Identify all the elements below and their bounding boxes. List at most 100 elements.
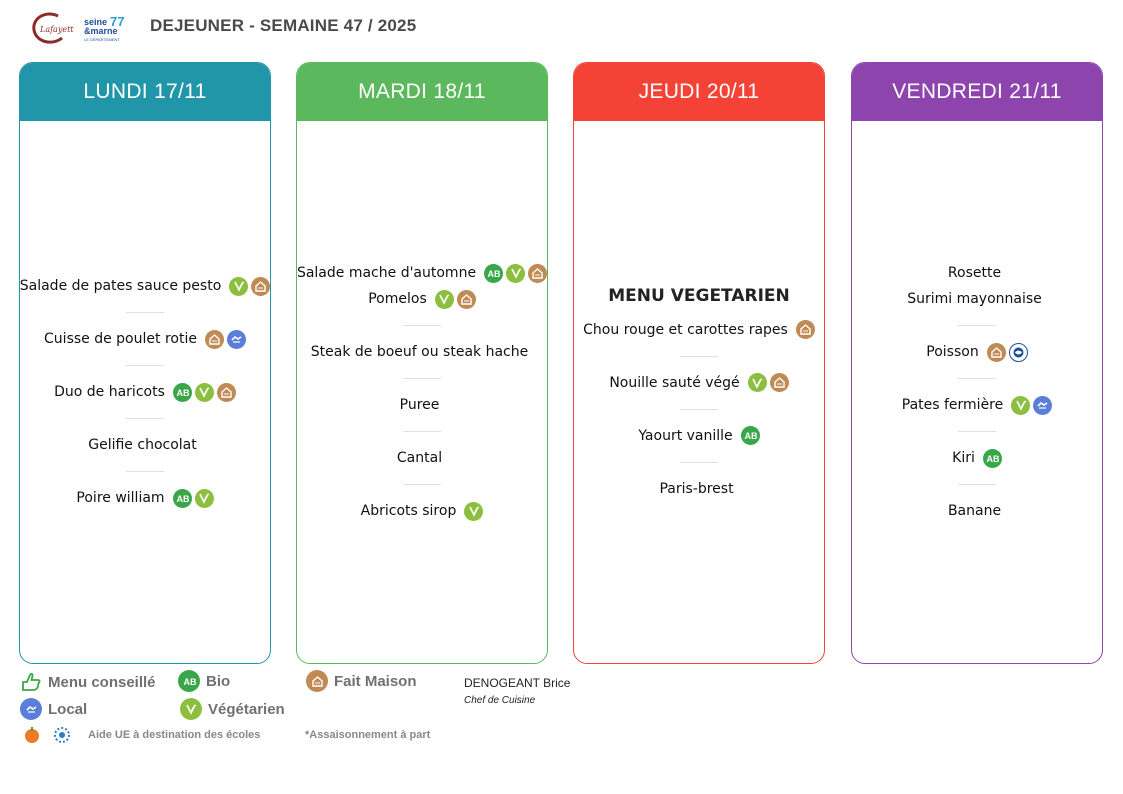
bio-icon: AB (178, 670, 200, 692)
menu-item: Abricots sirop (361, 501, 484, 521)
menu-item-name: Gelifie chocolat (88, 437, 197, 453)
item-separator (958, 431, 996, 432)
menu-item-name: Pates fermière (901, 397, 1004, 413)
fait-maison-icon (204, 329, 224, 349)
svg-text:AB: AB (183, 677, 196, 687)
svg-text:LE DÉPARTEMENT: LE DÉPARTEMENT (84, 37, 120, 42)
item-separator (958, 484, 996, 485)
menu-item: Salade mache d'automne AB (297, 263, 547, 283)
menu-item-name: Pomelos (368, 291, 427, 307)
menu-item-name: Salade mache d'automne (296, 265, 477, 281)
bio-icon: AB (740, 426, 760, 445)
menu-item-name: Kiri (952, 450, 975, 466)
aide-ue-note: Aide UE à destination des écoles (88, 729, 261, 741)
menu-item: Nouille sauté végé (609, 373, 789, 393)
item-separator (680, 408, 718, 410)
legend-menu-conseille: Menu conseillé (20, 672, 156, 692)
menu-item-name: Salade de pates sauce pesto (19, 278, 222, 294)
vegetarien-icon (180, 698, 202, 720)
vegetarien-icon (1011, 395, 1031, 415)
vegetarien-icon (434, 289, 454, 309)
menu-item-name: Chou rouge et carottes rapes (583, 321, 788, 338)
chef-role: Chef de Cuisine (464, 695, 536, 706)
svg-text:AB: AB (744, 431, 757, 441)
fait-maison-icon (456, 289, 476, 309)
menu-item-name: Duo de haricots (54, 384, 165, 400)
menu-item: Puree (400, 395, 445, 415)
svg-text:Lafayette: Lafayette (39, 25, 74, 34)
menu-item-name: Yaourt vanille (638, 427, 733, 444)
menu-item: Salade de pates sauce pesto (19, 276, 270, 296)
legend-menu-conseille-label: Menu conseillé (48, 673, 156, 691)
assaisonnement-note: *Assaisonnement à part (305, 729, 431, 741)
svg-text:AB: AB (176, 494, 189, 504)
item-separator (403, 431, 441, 432)
menu-item: Chou rouge et carottes rapes (583, 320, 815, 340)
item-separator (126, 471, 164, 472)
menu-item-name: Nouille sauté végé (609, 374, 740, 391)
item-separator (680, 355, 718, 357)
menu-item: Gelifie chocolat (88, 435, 201, 455)
day-header: MARDI 18/11 (297, 63, 547, 121)
fait-maison-icon (769, 373, 789, 392)
svg-text:&marne: &marne (84, 26, 118, 36)
fait-maison-icon (986, 342, 1006, 362)
menu-item: Poire william AB (76, 488, 214, 508)
svg-text:AB: AB (176, 388, 189, 398)
legend-bio: AB Bio (178, 670, 230, 692)
menu-item: Banane (948, 501, 1006, 521)
svg-text:AB: AB (488, 269, 501, 279)
day-header: JEUDI 20/11 (574, 63, 824, 121)
menu-item: Yaourt vanille AB (638, 426, 760, 446)
vegetarien-icon (194, 488, 214, 508)
legend-local-label: Local (48, 700, 88, 718)
menu-item-name: Poisson (926, 344, 979, 360)
menu-item-name: Abricots sirop (360, 503, 457, 519)
menu-item: Kiri AB (952, 448, 1002, 468)
local-icon (20, 698, 42, 720)
msc-fish-icon (1008, 342, 1028, 362)
item-separator (126, 312, 164, 313)
fruit-icon (25, 727, 39, 743)
seine-et-marne-logo: seine &marne 77 LE DÉPARTEMENT (84, 14, 124, 42)
svg-text:AB: AB (986, 454, 999, 464)
menu-item-name: Banane (947, 503, 1002, 519)
item-separator (403, 325, 441, 326)
bio-icon: AB (172, 488, 192, 508)
vegetarien-icon (229, 276, 249, 296)
lafayette-logo: Lafayette (32, 12, 74, 44)
menu-item-name: Steak de boeuf ou steak hache (310, 344, 529, 360)
vegetarien-icon (506, 263, 526, 283)
fait-maison-icon (528, 263, 547, 283)
legend-vegetarien-label: Végétarien (208, 700, 285, 718)
menu-item: Surimi mayonnaise (907, 289, 1047, 309)
legend-bio-label: Bio (206, 672, 231, 690)
item-separator (958, 378, 996, 379)
svg-text:seine: seine (84, 17, 107, 27)
menu-item-name: Poire william (76, 490, 165, 506)
menu-item-name: Surimi mayonnaise (907, 291, 1042, 307)
menu-item: Cuisse de poulet rotie (44, 329, 246, 349)
menu-item: Paris-brest (659, 479, 738, 499)
vegetarien-icon (194, 382, 214, 402)
hand-thumb-icon (22, 673, 41, 691)
menu-item: Pomelos (368, 289, 476, 309)
fait-maison-icon (216, 382, 236, 402)
bio-icon: AB (484, 263, 504, 283)
chef-name: DENOGEANT Brice (464, 676, 571, 690)
menu-item: Rosette (948, 263, 1006, 283)
legend-vegetarien: Végétarien (180, 698, 285, 720)
fait-maison-icon (306, 670, 328, 692)
fait-maison-icon (251, 276, 270, 296)
day-header: VENDREDI 21/11 (852, 63, 1102, 121)
menu-item: Duo de haricots AB (54, 382, 236, 402)
menu-subtitle: MENU VEGETARIEN (608, 285, 790, 306)
menu-item: Pates fermière (902, 395, 1053, 415)
